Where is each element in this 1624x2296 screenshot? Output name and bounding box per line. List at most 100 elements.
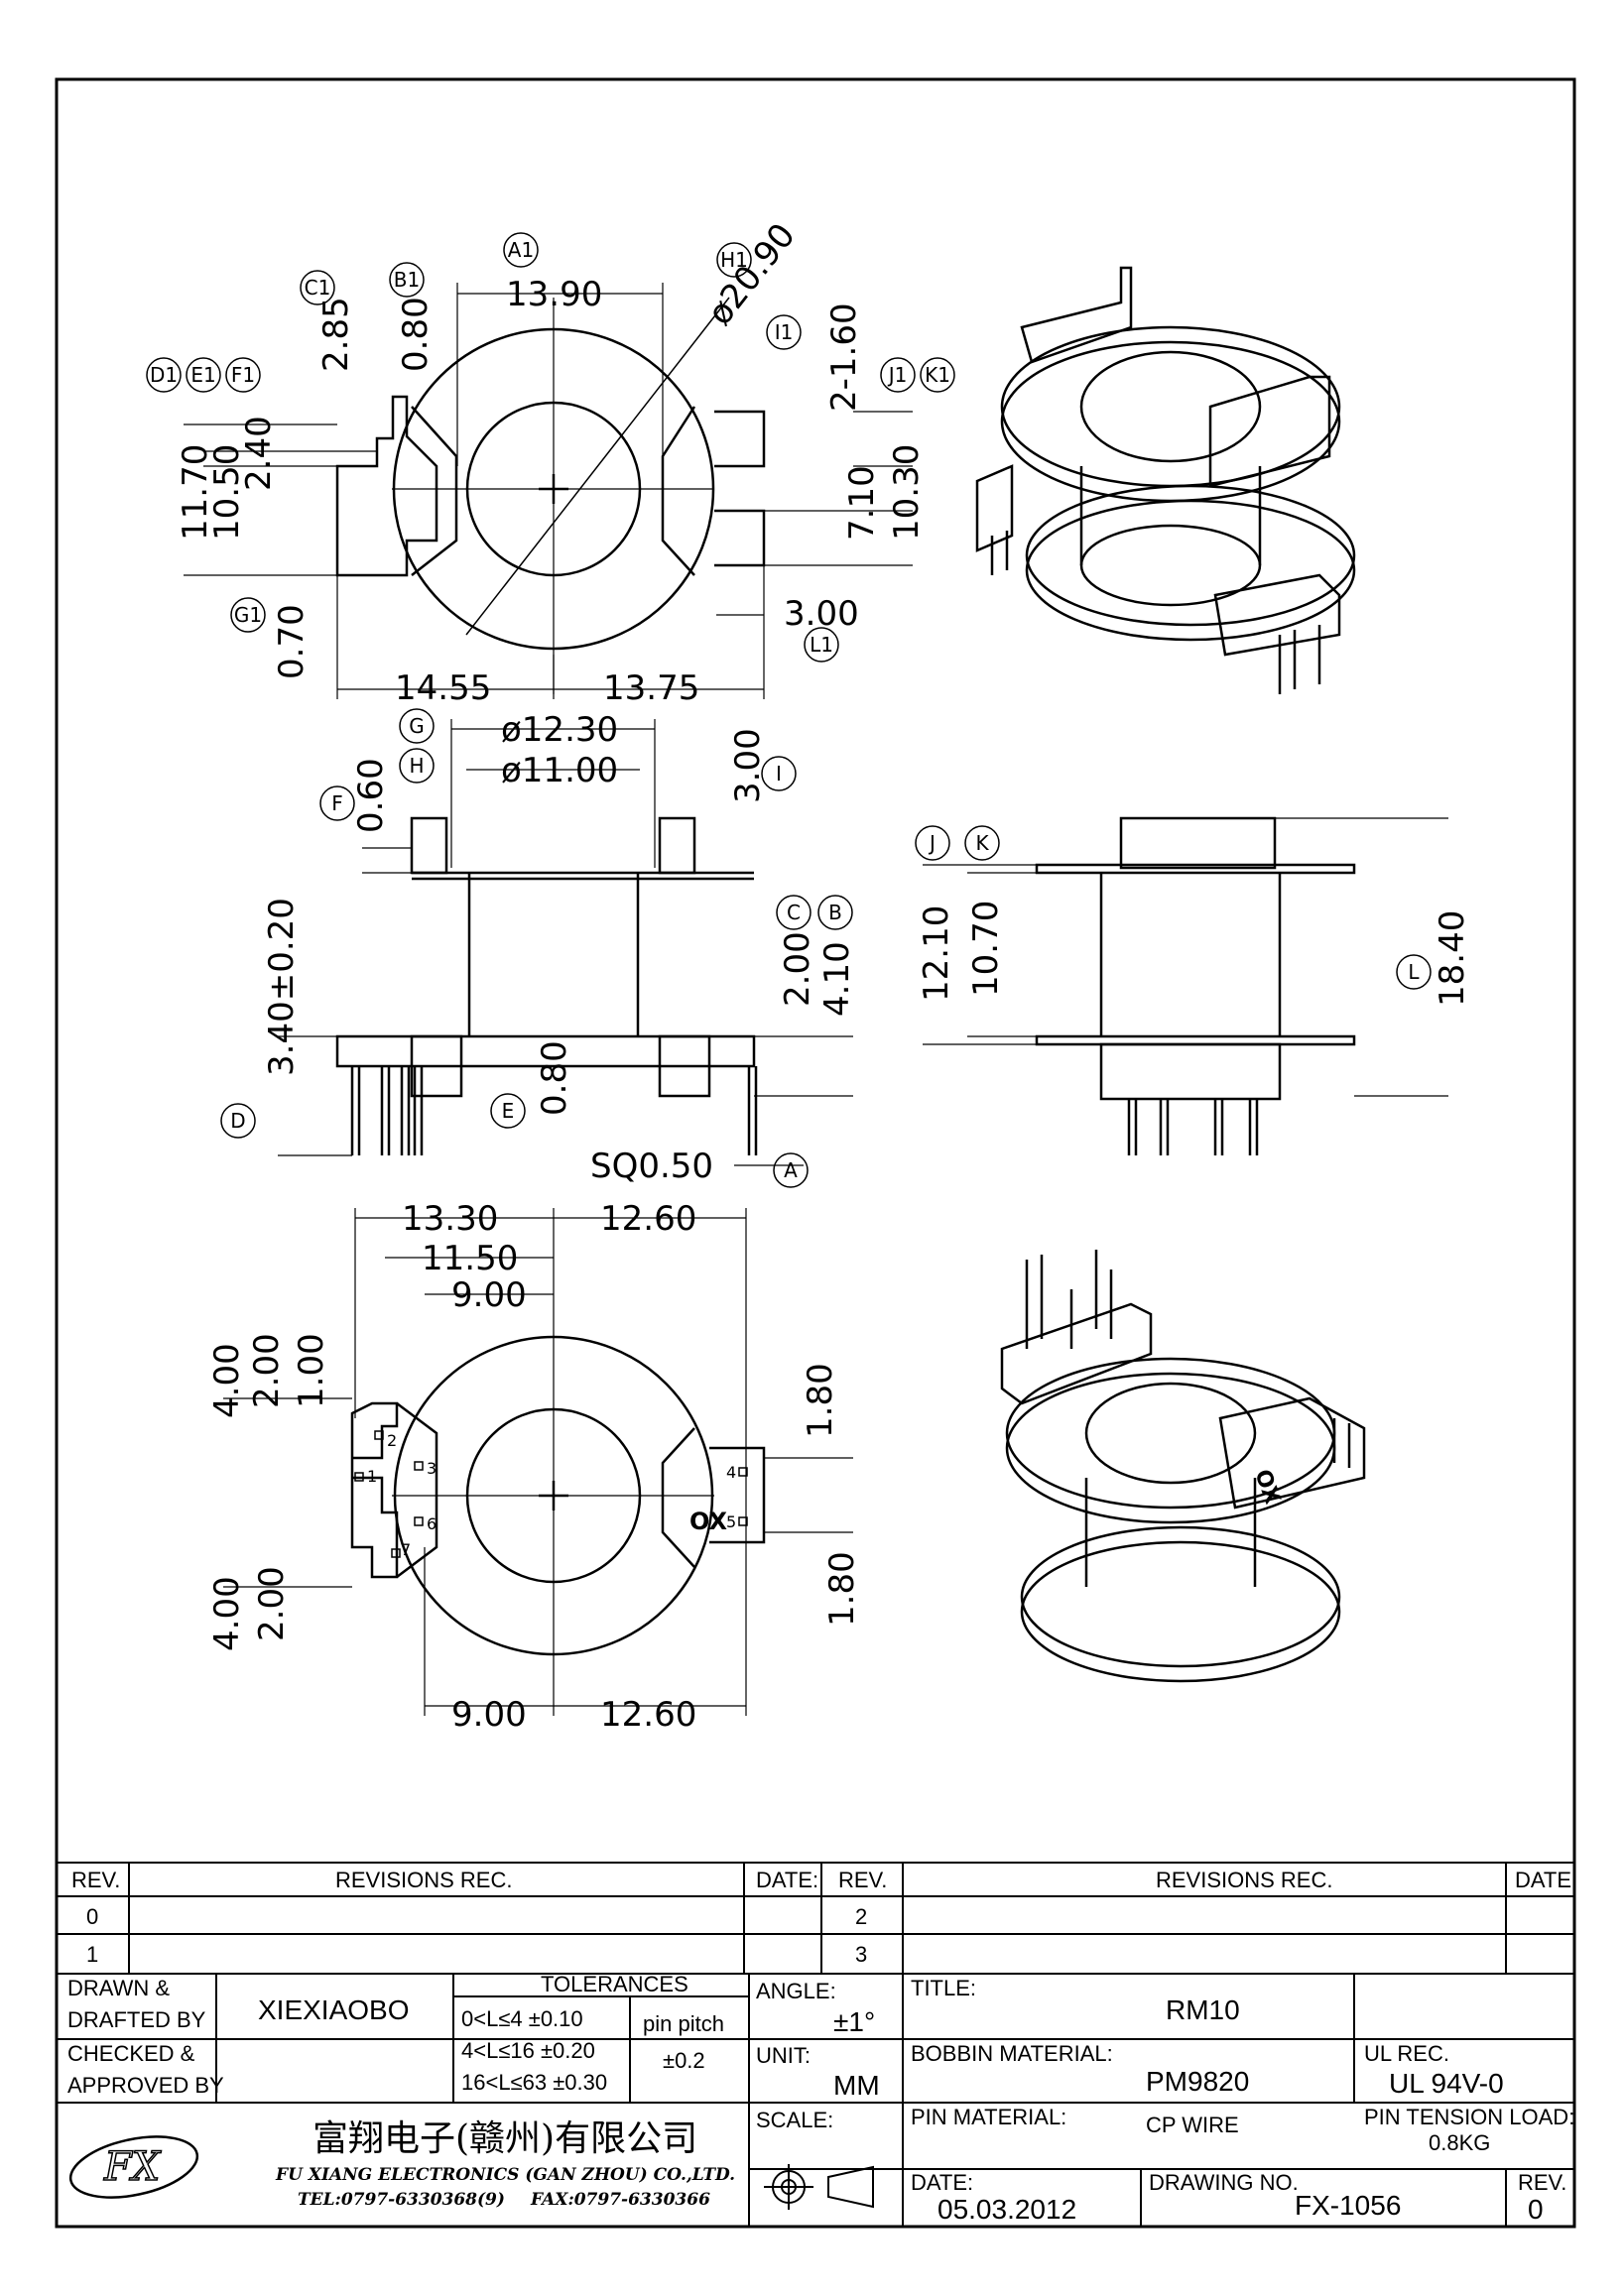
svg-text:C1: C1 (305, 276, 331, 300)
dim-18-40: 18.40 (1433, 910, 1472, 1007)
dim-0-70: 0.70 (272, 604, 312, 679)
dim-0-80: 0.80 (396, 297, 436, 372)
pin-tension-label: PIN TENSION LOAD: (1364, 2105, 1574, 2129)
svg-text:F: F (331, 791, 343, 815)
ul-rec-label: UL REC. (1364, 2041, 1449, 2066)
pin-material-value: CP WIRE (1146, 2113, 1239, 2137)
front-view (335, 816, 758, 1155)
pin-tension-value: 0.8KG (1429, 2130, 1490, 2155)
tolerances-header: TOLERANCES (541, 1972, 688, 1996)
dim-9-00b: 9.00 (451, 1695, 527, 1735)
svg-text:7: 7 (401, 1540, 411, 1559)
angle-value: ±1° (833, 2006, 875, 2037)
dim-sq0-50: SQ0.50 (590, 1147, 713, 1186)
date-header-left: DATE: (756, 1868, 818, 1892)
drawing-no-label: DRAWING NO. (1149, 2170, 1299, 2195)
bottom-view-dims (223, 1208, 853, 1716)
svg-text:L1: L1 (810, 633, 833, 657)
svg-text:J: J (928, 831, 936, 855)
dim-12-30: ø12.30 (501, 710, 618, 750)
bottom-view (350, 1335, 766, 1656)
title-block-text: REV. REVISIONS REC. DATE: REV. REVISIONS… (67, 1868, 1577, 2225)
projection-symbol-icon (764, 2164, 874, 2210)
rev-3: 3 (855, 1942, 867, 1967)
svg-text:D1: D1 (150, 363, 178, 387)
dim-10-70: 10.70 (966, 901, 1006, 997)
dim-7-10: 7.10 (842, 465, 882, 541)
tolerance-2: 4<L≤16 ±0.20 (461, 2038, 595, 2063)
pin-pitch-value: ±0.2 (663, 2048, 705, 2073)
company-logo: FX (68, 2135, 199, 2199)
svg-text:H: H (409, 754, 424, 778)
dim-2-00a: 2.00 (247, 1333, 287, 1408)
svg-text:L: L (1408, 960, 1420, 984)
company-name-en: FU XIANG ELECTRONICS (GAN ZHOU) CO.,LTD. (275, 2165, 735, 2185)
dim-11-50: 11.50 (422, 1239, 518, 1278)
dim-12-60b: 12.60 (600, 1695, 696, 1735)
svg-text:5: 5 (726, 1512, 736, 1531)
unit-label: UNIT: (756, 2043, 811, 2068)
dim-3-40: 3.40±0.20 (262, 898, 302, 1076)
drawing-no-value: FX-1056 (1295, 2190, 1401, 2221)
dim-2-40: 2.40 (239, 416, 279, 491)
dim-0-80b: 0.80 (535, 1040, 574, 1116)
isometric-view-top (975, 266, 1356, 694)
checked-label-1: CHECKED & (67, 2041, 195, 2066)
pin-material-label: PIN MATERIAL: (911, 2105, 1066, 2129)
svg-text:K: K (975, 831, 989, 855)
company-tel: TEL:0797-6330368(9) (298, 2190, 505, 2210)
dim-4-10: 4.10 (817, 941, 857, 1017)
dim-10-50: 10.50 (207, 444, 247, 541)
svg-text:A1: A1 (508, 238, 534, 262)
title-label: TITLE: (911, 1976, 976, 2000)
drawn-by-label-1: DRAWN & (67, 1976, 170, 2000)
revisions-header-right: REVISIONS REC. (1156, 1868, 1332, 1892)
svg-text:G1: G1 (234, 603, 262, 627)
sheet-border (55, 77, 1576, 2229)
svg-text:B1: B1 (394, 268, 420, 292)
checked-label-2: APPROVED BY (67, 2073, 224, 2098)
rev-0: 0 (86, 1904, 98, 1929)
svg-text:3: 3 (427, 1459, 437, 1478)
svg-text:J1: J1 (887, 363, 908, 387)
svg-text:2: 2 (387, 1431, 397, 1450)
svg-text:FX: FX (103, 2144, 162, 2190)
rev-label: REV. (1518, 2170, 1566, 2195)
dim-2-00b: 2.00 (252, 1566, 292, 1641)
dim-11-00: ø11.00 (501, 751, 618, 790)
rev-header-right: REV. (838, 1868, 887, 1892)
top-view (335, 297, 766, 694)
title-value: RM10 (1166, 1994, 1240, 2025)
isometric-view-bottom: OX (1000, 1250, 1366, 1683)
side-view-text: 12.10 10.70 18.40 (917, 901, 1472, 1007)
bobbin-material-label: BOBBIN MATERIAL: (911, 2041, 1113, 2066)
svg-text:E1: E1 (190, 363, 215, 387)
unit-value: MM (833, 2070, 880, 2101)
svg-text:F1: F1 (231, 363, 255, 387)
dim-3-00b: 3.00 (728, 728, 768, 803)
dim-2-00: 2.00 (778, 931, 817, 1007)
side-view-dims (923, 817, 1448, 1097)
side-view (1035, 816, 1356, 1155)
dim-12-10: 12.10 (917, 906, 956, 1002)
front-view-dims (278, 719, 853, 1166)
side-view-callouts: J K L (915, 825, 1432, 990)
svg-text:4: 4 (726, 1463, 736, 1482)
dim-0-60: 0.60 (351, 758, 391, 833)
svg-text:6: 6 (427, 1514, 437, 1533)
rev-header-left: REV. (71, 1868, 120, 1892)
revisions-header-left: REVISIONS REC. (335, 1868, 512, 1892)
dim-12-60a: 12.60 (600, 1199, 696, 1239)
tolerance-3: 16<L≤63 ±0.30 (461, 2070, 607, 2095)
svg-text:K1: K1 (925, 363, 950, 387)
front-view-callouts: G H F I C B D E A (220, 708, 853, 1188)
svg-text:H1: H1 (720, 248, 748, 272)
svg-text:I: I (776, 762, 782, 785)
date-value: 05.03.2012 (937, 2194, 1076, 2225)
svg-text:1: 1 (367, 1467, 377, 1486)
title-block (57, 1862, 1574, 2227)
drawn-by-label-2: DRAFTED BY (67, 2007, 206, 2032)
top-view-dims (184, 283, 913, 699)
dim-11-70: 11.70 (176, 444, 215, 541)
